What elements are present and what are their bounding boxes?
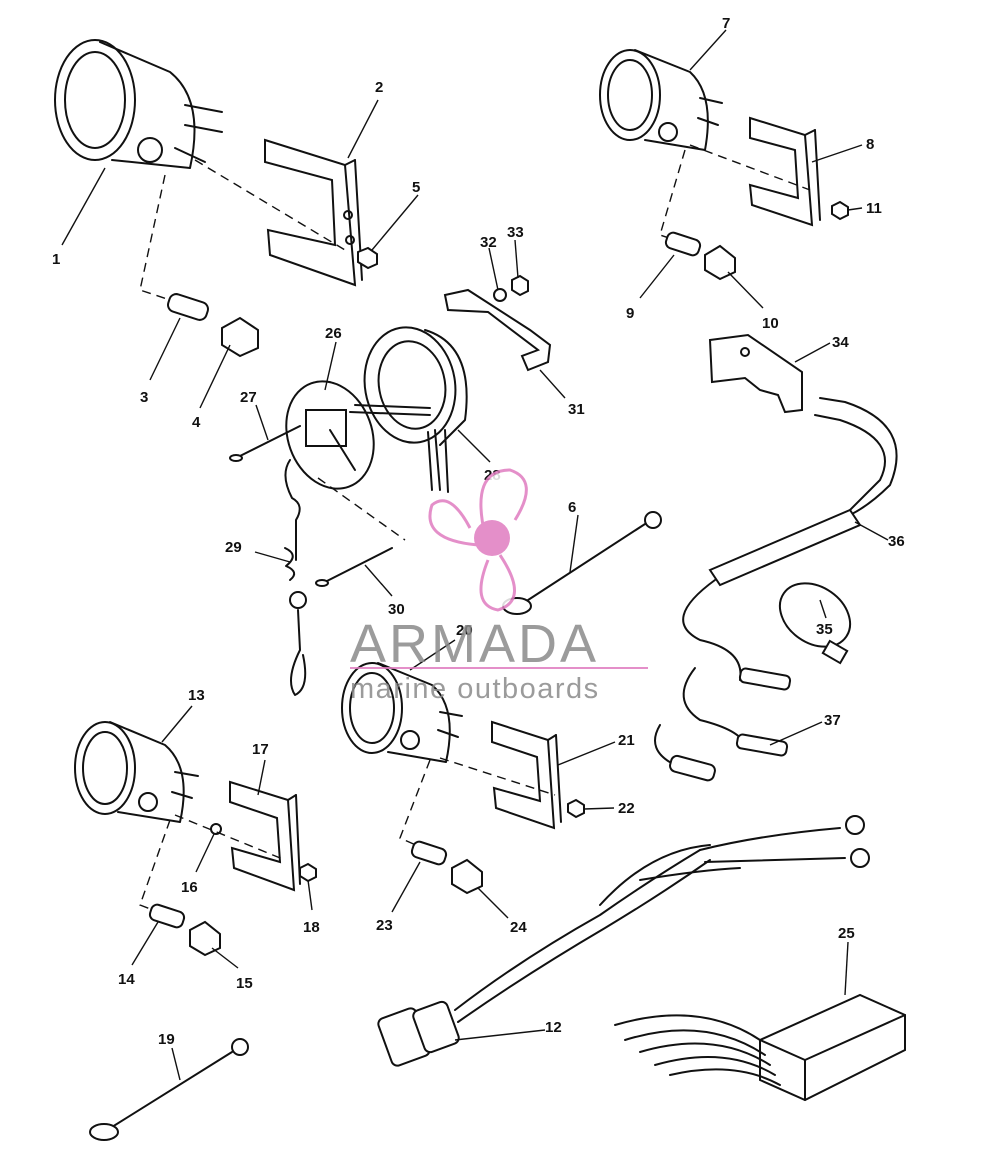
bulb-4 bbox=[221, 316, 259, 358]
callout-9: 9 bbox=[626, 305, 634, 322]
nut-11 bbox=[831, 200, 849, 221]
bracket-34 bbox=[708, 333, 803, 414]
socket-9 bbox=[664, 231, 702, 257]
washer-32 bbox=[493, 288, 507, 302]
callout-12: 12 bbox=[545, 1019, 562, 1036]
harness-12 bbox=[377, 815, 870, 1067]
wire-19 bbox=[89, 1038, 249, 1141]
callout-2: 2 bbox=[375, 79, 383, 96]
bulb-10 bbox=[704, 244, 736, 281]
callout-37: 37 bbox=[824, 712, 841, 729]
module-25 bbox=[614, 993, 906, 1102]
housing-28 bbox=[349, 326, 468, 493]
callout-1: 1 bbox=[52, 251, 60, 268]
gauge-7 bbox=[599, 49, 723, 151]
screw-30 bbox=[315, 547, 393, 587]
mounting-ring-26 bbox=[285, 380, 375, 490]
callout-labels: 1 2 3 4 5 6 7 8 9 10 11 12 13 14 15 16 1… bbox=[52, 15, 905, 1048]
leader-lines bbox=[61, 29, 889, 1081]
callout-20: 20 bbox=[456, 622, 473, 639]
bulb-15 bbox=[189, 920, 221, 957]
callout-4: 4 bbox=[192, 414, 201, 431]
callout-34: 34 bbox=[832, 334, 849, 351]
watermark-title: ARMADA bbox=[350, 614, 599, 674]
callout-21: 21 bbox=[618, 732, 635, 749]
callout-11: 11 bbox=[866, 200, 882, 217]
screw-27 bbox=[229, 425, 301, 462]
callout-13: 13 bbox=[188, 687, 205, 704]
washer-16 bbox=[210, 823, 222, 835]
callout-32: 32 bbox=[480, 234, 497, 251]
callout-3: 3 bbox=[140, 389, 148, 406]
callout-19: 19 bbox=[158, 1031, 175, 1048]
harness-36 bbox=[682, 397, 898, 681]
bracket-21 bbox=[491, 720, 562, 830]
callout-27: 27 bbox=[240, 389, 257, 406]
bracket-8 bbox=[748, 116, 821, 227]
callout-5: 5 bbox=[412, 179, 420, 196]
bracket-31 bbox=[443, 288, 552, 372]
nut-22 bbox=[567, 798, 585, 819]
propeller-logo-icon bbox=[428, 468, 528, 612]
gauge-1 bbox=[54, 39, 223, 169]
nut-5 bbox=[357, 246, 378, 270]
callout-10: 10 bbox=[762, 315, 779, 332]
callout-23: 23 bbox=[376, 917, 393, 934]
callout-36: 36 bbox=[888, 533, 905, 550]
callout-22: 22 bbox=[618, 800, 635, 817]
gauge-20 bbox=[341, 662, 463, 763]
callout-17: 17 bbox=[252, 741, 269, 758]
callout-31: 31 bbox=[568, 401, 585, 418]
callout-35: 35 bbox=[816, 621, 833, 638]
callout-26: 26 bbox=[325, 325, 342, 342]
callout-14: 14 bbox=[118, 971, 135, 988]
callout-18: 18 bbox=[303, 919, 320, 936]
cable-tie-35 bbox=[778, 582, 852, 665]
socket-3 bbox=[167, 293, 209, 321]
gauge-13 bbox=[74, 721, 199, 823]
callout-30: 30 bbox=[388, 601, 405, 618]
watermark: ARMADA marine outboards bbox=[350, 468, 648, 705]
watermark-subtitle: marine outboards bbox=[350, 673, 600, 705]
callout-8: 8 bbox=[866, 136, 874, 153]
callout-16: 16 bbox=[181, 879, 198, 896]
nut-33 bbox=[511, 274, 529, 297]
lanyard-29 bbox=[284, 459, 307, 696]
socket-14 bbox=[148, 903, 186, 929]
socket-23 bbox=[410, 840, 448, 866]
callout-24: 24 bbox=[510, 919, 527, 936]
bulb-24 bbox=[451, 858, 483, 895]
callout-7: 7 bbox=[722, 15, 730, 32]
callout-29: 29 bbox=[225, 539, 242, 556]
bracket-2 bbox=[264, 138, 363, 287]
callout-6: 6 bbox=[568, 499, 576, 516]
connector-37 bbox=[654, 667, 792, 782]
bracket-17 bbox=[229, 780, 301, 892]
callout-25: 25 bbox=[838, 925, 855, 942]
nut-18 bbox=[299, 862, 317, 883]
callout-15: 15 bbox=[236, 975, 253, 992]
callout-33: 33 bbox=[507, 224, 524, 241]
wire-6 bbox=[502, 511, 662, 615]
